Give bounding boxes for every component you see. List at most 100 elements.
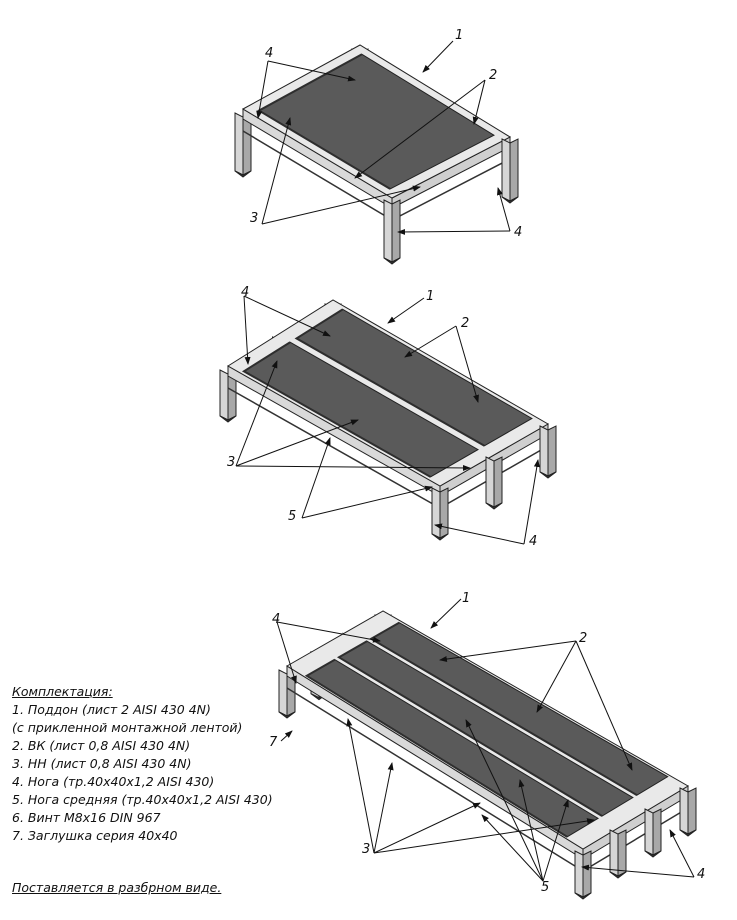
leader-line xyxy=(523,459,540,545)
leader-line xyxy=(301,485,433,519)
stand xyxy=(219,299,557,541)
leader-line xyxy=(235,464,471,471)
callout-label: 3 xyxy=(362,842,370,857)
top-sheet xyxy=(227,299,550,487)
leader-line xyxy=(280,730,293,742)
delivery-note: Поставляется в разбрном виде. xyxy=(12,880,222,895)
leader-line xyxy=(430,598,462,629)
leg-cap xyxy=(278,711,296,719)
leg-cap xyxy=(383,257,401,265)
leader-line xyxy=(465,719,544,882)
leader-line xyxy=(243,295,331,337)
leader-line xyxy=(261,185,421,225)
callout-label: 4 xyxy=(272,612,280,627)
legend-item: (с прикленной монтажной лентой) xyxy=(12,720,243,735)
leg-cap xyxy=(485,502,503,510)
legend-item: 7. Заглушка серия 40х40 xyxy=(12,828,178,843)
leg-side xyxy=(439,487,449,539)
leader-line xyxy=(518,779,544,882)
leg-cap xyxy=(219,415,237,423)
leg-cap xyxy=(609,871,627,879)
callout-label: 2 xyxy=(579,631,587,646)
callout-label: 4 xyxy=(697,867,705,882)
leader-line xyxy=(261,117,292,225)
leader-line xyxy=(235,419,359,467)
leg-face xyxy=(679,787,689,835)
leg-cap xyxy=(431,533,449,541)
leg-side xyxy=(391,199,401,263)
callout-label: 3 xyxy=(250,211,258,226)
leg-side xyxy=(687,787,697,835)
leader-line xyxy=(536,640,577,713)
leader-line xyxy=(542,799,569,882)
leader-line xyxy=(455,325,479,403)
leader-line xyxy=(581,864,695,878)
leg-cap xyxy=(234,170,252,178)
leg-cap xyxy=(574,892,592,900)
tray-rim xyxy=(369,621,638,797)
stand xyxy=(234,44,519,265)
leg-side xyxy=(617,829,627,877)
leg-face xyxy=(574,850,584,898)
tray-rim xyxy=(294,308,485,447)
leg-cap xyxy=(501,196,519,204)
callout-label: 5 xyxy=(541,880,549,895)
leg-side xyxy=(652,808,662,856)
callout-label: 2 xyxy=(461,316,469,331)
callout-labels: 1 2 4 3 4 1 2 4 3 5 4 1 2 4 7 3 5 4 xyxy=(227,28,705,895)
leader-line xyxy=(373,802,481,854)
callout-label: 1 xyxy=(455,28,463,43)
leader-line xyxy=(235,360,278,467)
leg-face xyxy=(644,808,654,856)
callout-label: 1 xyxy=(462,591,470,606)
leader-line xyxy=(397,228,511,235)
tray-rim xyxy=(304,658,568,838)
callout-label: 4 xyxy=(265,46,273,61)
leg-face xyxy=(383,199,393,263)
leader-line xyxy=(575,640,633,771)
callout-label: 2 xyxy=(489,68,497,83)
leader-line xyxy=(481,814,544,882)
callout-label: 4 xyxy=(529,534,537,549)
tray-rim xyxy=(336,640,603,817)
leader-line xyxy=(276,621,297,684)
callout-label: 4 xyxy=(241,285,249,300)
leader-line xyxy=(404,325,457,358)
leader-line xyxy=(276,621,381,643)
leader-line xyxy=(472,79,486,125)
callout-label: 5 xyxy=(288,509,296,524)
leg-face xyxy=(219,369,229,421)
leg-face xyxy=(234,112,244,176)
legend-title: Комплектация: xyxy=(12,684,113,699)
callout-label: 1 xyxy=(426,289,434,304)
leader-line xyxy=(346,718,375,854)
callout-label: 4 xyxy=(514,225,522,240)
stand-assemblies xyxy=(219,44,697,900)
leader-line xyxy=(256,60,269,119)
leader-line xyxy=(373,818,595,854)
leg-cap xyxy=(644,850,662,858)
leg-face xyxy=(501,138,511,202)
leader-line xyxy=(373,762,394,854)
parts-legend: Комплектация: 1. Поддон (лист 2 AISI 430… xyxy=(12,683,342,845)
tray-rim xyxy=(241,341,431,478)
leader-lines xyxy=(235,40,695,882)
legend-item: 5. Нога средняя (тр.40х40х1,2 AISI 430) xyxy=(12,792,273,807)
callout-label: 3 xyxy=(227,455,235,470)
callout-label: 7 xyxy=(269,735,278,750)
leg-cap xyxy=(679,829,697,837)
leg-face xyxy=(539,425,549,477)
legend-item: 4. Нога (тр.40х40х1,2 AISI 430) xyxy=(12,774,215,789)
leg-side xyxy=(547,425,557,477)
leader-line xyxy=(434,523,525,545)
leader-line xyxy=(422,40,454,73)
leader-line xyxy=(354,79,486,179)
leg-side xyxy=(509,138,519,202)
leg-face xyxy=(609,829,619,877)
leg-face xyxy=(431,487,441,539)
leg-cap xyxy=(539,471,557,479)
legend-item: 3. НН (лист 0,8 AISI 430 4N) xyxy=(12,756,192,771)
leg-side xyxy=(493,456,503,508)
leader-line xyxy=(243,295,251,365)
